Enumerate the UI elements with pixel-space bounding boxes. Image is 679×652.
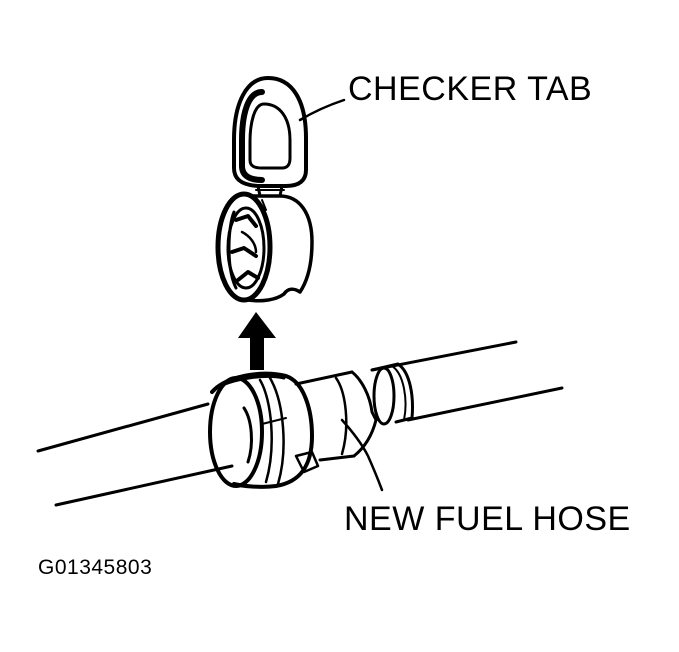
up-arrow-icon (238, 312, 276, 370)
checker-ring (215, 191, 314, 303)
figure-code-label: G01345803 (38, 556, 153, 579)
checker-tab-label: CHECKER TAB (348, 70, 593, 108)
checker-tab-loop (232, 76, 308, 198)
fuel-hose-leader (340, 418, 384, 492)
new-fuel-hose-label: NEW FUEL HOSE (344, 500, 631, 538)
fuel-line (36, 340, 564, 507)
checker-tab-leader (298, 98, 346, 122)
